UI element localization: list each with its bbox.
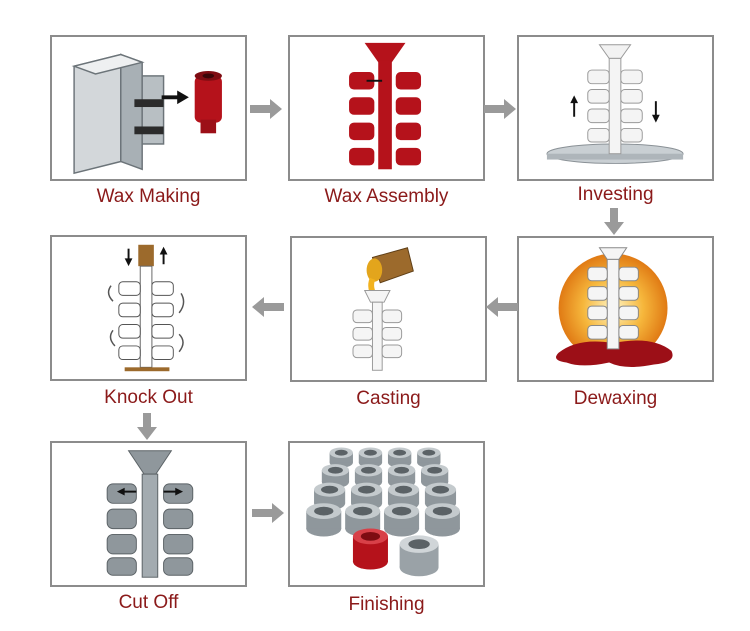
- wax-tree-illustration: [349, 42, 422, 170]
- down-arrow-icon: [136, 413, 158, 441]
- step-label-cut-off: Cut Off: [118, 592, 179, 613]
- investing-panel: [517, 35, 714, 181]
- step-label-investing: Investing: [577, 184, 654, 205]
- knock-out-illustration: [107, 244, 185, 372]
- wax-assembly-panel: [288, 35, 485, 181]
- right-arrow-icon: [484, 98, 518, 120]
- wax-making-panel: [50, 35, 247, 181]
- investing-illustration: [546, 44, 684, 164]
- step-label-wax-making: Wax Making: [96, 186, 201, 207]
- cast-part-icon: [354, 464, 383, 489]
- left-arrow-icon: [250, 296, 284, 318]
- dewaxing-panel: [517, 236, 714, 382]
- cast-part-icon: [352, 528, 388, 570]
- wax-mold-illustration: [71, 53, 222, 175]
- casting-illustration: [352, 247, 414, 371]
- cast-part-icon: [329, 447, 353, 468]
- step-label-casting: Casting: [356, 388, 421, 409]
- cut-off-panel: [50, 441, 247, 587]
- down-arrow-icon: [603, 208, 625, 236]
- right-arrow-icon: [252, 502, 286, 524]
- cast-part-icon: [387, 464, 416, 489]
- step-label-dewaxing: Dewaxing: [573, 388, 658, 409]
- casting-panel: [290, 236, 487, 382]
- cast-part-icon: [424, 503, 460, 537]
- finishing-illustration: [306, 447, 460, 577]
- dewaxing-illustration: [556, 247, 673, 367]
- cast-part-icon: [384, 503, 420, 537]
- finishing-panel: [288, 441, 485, 587]
- cast-part-icon: [399, 535, 439, 577]
- step-label-finishing: Finishing: [348, 594, 425, 615]
- knock-out-panel: [50, 235, 247, 381]
- left-arrow-icon: [484, 296, 518, 318]
- step-label-knock-out: Knock Out: [104, 387, 193, 408]
- cast-part-icon: [345, 503, 381, 537]
- right-arrow-icon: [250, 98, 284, 120]
- step-label-wax-assembly: Wax Assembly: [324, 186, 449, 207]
- cut-off-illustration: [106, 450, 194, 578]
- cast-part-icon: [306, 503, 342, 537]
